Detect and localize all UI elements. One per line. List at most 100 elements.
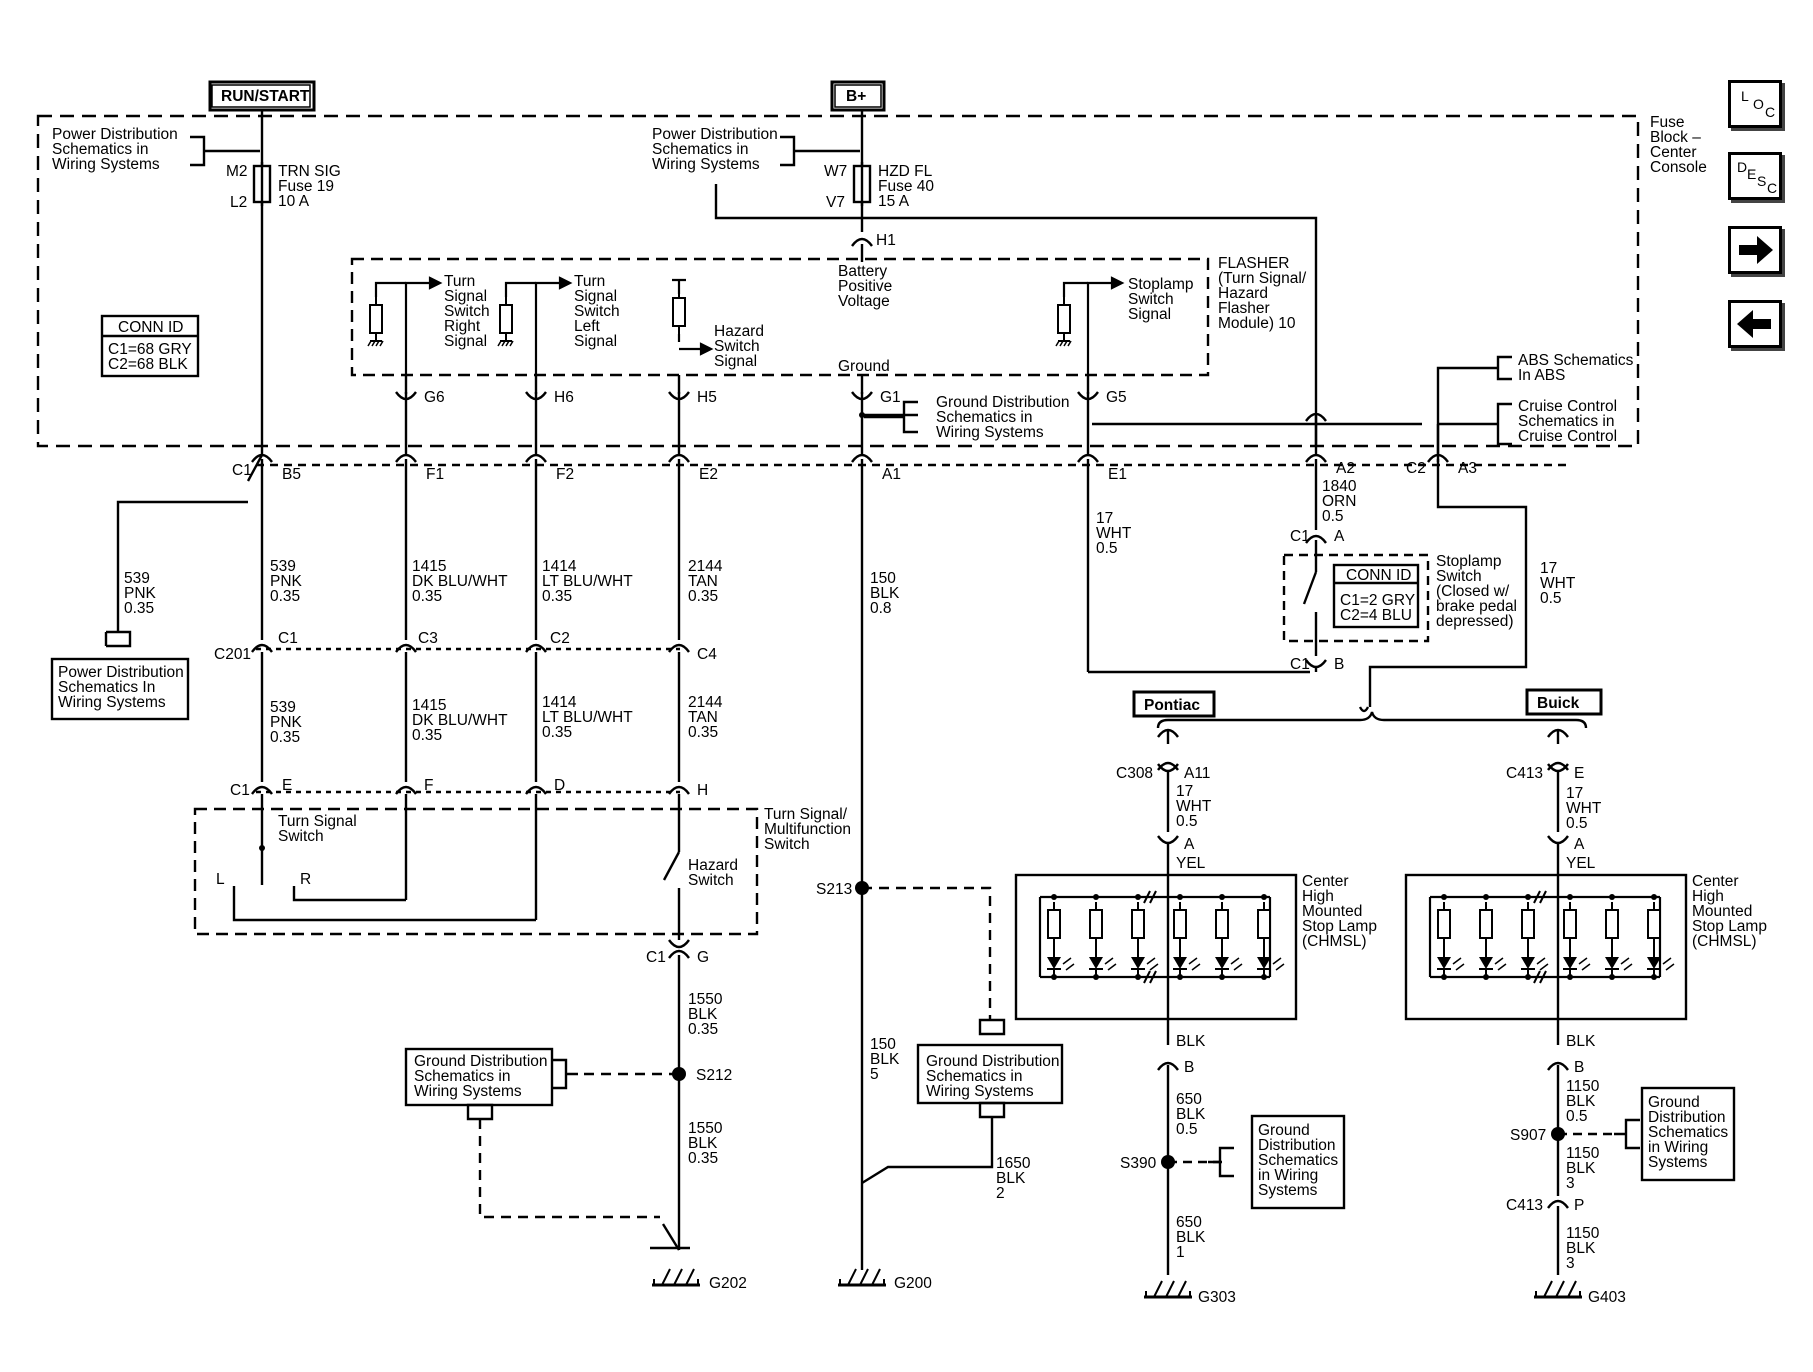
wire-539b-color: PNK (270, 714, 303, 731)
wire-17-a3-num: 17 (1540, 560, 1557, 577)
buick-wire17-num: 17 (1566, 785, 1583, 802)
splice-s907: S907 (1510, 1127, 1546, 1144)
power-dist-center-2: Schematics in (652, 141, 748, 158)
buick-w1150b-size: 3 (1566, 1175, 1575, 1192)
flasher-title-4: Flasher (1218, 300, 1270, 317)
wire-1414-size: 0.35 (542, 588, 572, 605)
tsl-label-4: Signal (574, 333, 617, 350)
buick-lamp-3: Mounted (1692, 903, 1752, 920)
b-plus-label: B+ (846, 88, 866, 105)
prev-button[interactable] (1728, 300, 1782, 348)
power-dist-left-3: Wiring Systems (52, 156, 160, 173)
turn-signal-sw-1: Turn Signal (278, 813, 357, 830)
left-arrow-icon (1737, 310, 1771, 338)
fuse19-name: TRN SIG (278, 163, 341, 180)
tsr-label-0: Turn (444, 273, 475, 290)
ground-small-p-5: Systems (1258, 1182, 1318, 1199)
c201-pin-c2: C2 (550, 630, 570, 647)
tsl-label-3: Left (574, 318, 601, 335)
next-button[interactable] (1728, 226, 1782, 274)
tsr-label-3: Right (444, 318, 481, 335)
wire-1550b-size: 0.35 (688, 1150, 718, 1167)
wire-2144b-color: TAN (688, 709, 718, 726)
loc-button[interactable]: L O C (1728, 80, 1782, 128)
mf-pin-f: F (424, 777, 433, 794)
power-dist-center-1: Power Distribution (652, 126, 778, 143)
wire-150-num: 150 (870, 570, 896, 587)
fuse40-name: HZD FL (878, 163, 933, 180)
wire-1550b-color: BLK (688, 1135, 718, 1152)
wire-539-color: PNK (270, 573, 303, 590)
fuse19-pin-m2: M2 (226, 163, 248, 180)
power-dist-left-2: Schematics in (52, 141, 148, 158)
flasher-h1: H1 (876, 232, 896, 249)
wire-539-left-size: 0.35 (124, 600, 154, 617)
pin-e2: E2 (699, 466, 718, 483)
abs-label-1: ABS Schematics (1518, 352, 1634, 369)
power-dist-left-1: Power Distribution (52, 126, 178, 143)
wire-539-left-color: PNK (124, 585, 157, 602)
fuse40-pin-w7: W7 (824, 163, 847, 180)
wire-2144-size: 0.35 (688, 588, 718, 605)
conn-c2-label: C2 (1406, 460, 1426, 477)
pontiac-w650b-num: 650 (1176, 1214, 1202, 1231)
wire-1650-num: 1650 (996, 1155, 1031, 1172)
wire-1415b-color: DK BLU/WHT (412, 712, 508, 729)
pontiac-pin-a11: A11 (1184, 765, 1210, 782)
ground-dist-top-2: Schematics in (936, 409, 1032, 426)
ground-box-mid-1: Ground Distribution (926, 1053, 1060, 1070)
pontiac-wire17-num: 17 (1176, 783, 1193, 800)
wire-17-a3-size: 0.5 (1540, 590, 1562, 607)
fuse-block-label-4: Console (1650, 159, 1707, 176)
hazard-sig-1: Switch (714, 338, 760, 355)
buick-wire17-color: WHT (1566, 800, 1602, 817)
cruise-label-2: Schematics in (1518, 413, 1614, 430)
wire-1840-color: ORN (1322, 493, 1356, 510)
conn-id-stop-c1: C1=2 GRY (1340, 592, 1415, 609)
ground-small-p-3: Schematics (1258, 1152, 1338, 1169)
stoplamp-pin-b: B (1334, 656, 1344, 673)
loc-letter-l: L (1741, 88, 1749, 104)
ground-small-p-4: in Wiring (1258, 1167, 1318, 1184)
pontiac-w650-color: BLK (1176, 1106, 1206, 1123)
pin-a3: A3 (1458, 460, 1477, 477)
wire-539b-size: 0.35 (270, 729, 300, 746)
pontiac-c308: C308 (1116, 765, 1153, 782)
pin-a1: A1 (882, 466, 901, 483)
pin-h5: H5 (697, 389, 717, 406)
buick-pin-e: E (1574, 765, 1584, 782)
desc-button[interactable]: D E S C (1728, 152, 1782, 200)
stop-sig-0: Stoplamp (1128, 276, 1193, 293)
ground-g202: G202 (709, 1275, 747, 1292)
ground-small-b-1: Ground (1648, 1094, 1700, 1111)
wire-150-color: BLK (870, 585, 900, 602)
hazard-sig-2: Signal (714, 353, 757, 370)
fuse19-number: Fuse 19 (278, 178, 334, 195)
stop-sig-1: Switch (1128, 291, 1174, 308)
conn-id-top-c1: C1=68 GRY (108, 341, 192, 358)
wire-1550-color: BLK (688, 1006, 718, 1023)
cruise-label-1: Cruise Control (1518, 398, 1617, 415)
run-start-label: RUN/START (221, 88, 310, 105)
power-dist-lower-3: Wiring Systems (58, 694, 166, 711)
pontiac-w650-size: 0.5 (1176, 1121, 1198, 1138)
buick-lamp-5: (CHMSL) (1692, 933, 1757, 950)
wire-539-num: 539 (270, 558, 296, 575)
flasher-title-2: (Turn Signal/ (1218, 270, 1307, 287)
chmsl-buick-circuit (1428, 890, 1675, 984)
buick-blk: BLK (1566, 1033, 1596, 1050)
desc-letter-s: S (1757, 173, 1767, 189)
mf-title-1: Turn Signal/ (764, 806, 848, 823)
conn-id-top-c2: C2=68 BLK (108, 356, 188, 373)
buick-c413: C413 (1506, 765, 1543, 782)
ground-small-b-4: in Wiring (1648, 1139, 1708, 1156)
flasher-title-1: FLASHER (1218, 255, 1290, 272)
pin-f1: F1 (426, 466, 444, 483)
ground-small-b-3: Schematics (1648, 1124, 1728, 1141)
pontiac-label: Pontiac (1144, 697, 1200, 714)
pin-b5: B5 (282, 466, 301, 483)
stoplamp-c1-top: C1 (1290, 528, 1310, 545)
flasher-title-3: Hazard (1218, 285, 1268, 302)
c201-pin-c1: C1 (278, 630, 298, 647)
tsr-label-1: Signal (444, 288, 487, 305)
